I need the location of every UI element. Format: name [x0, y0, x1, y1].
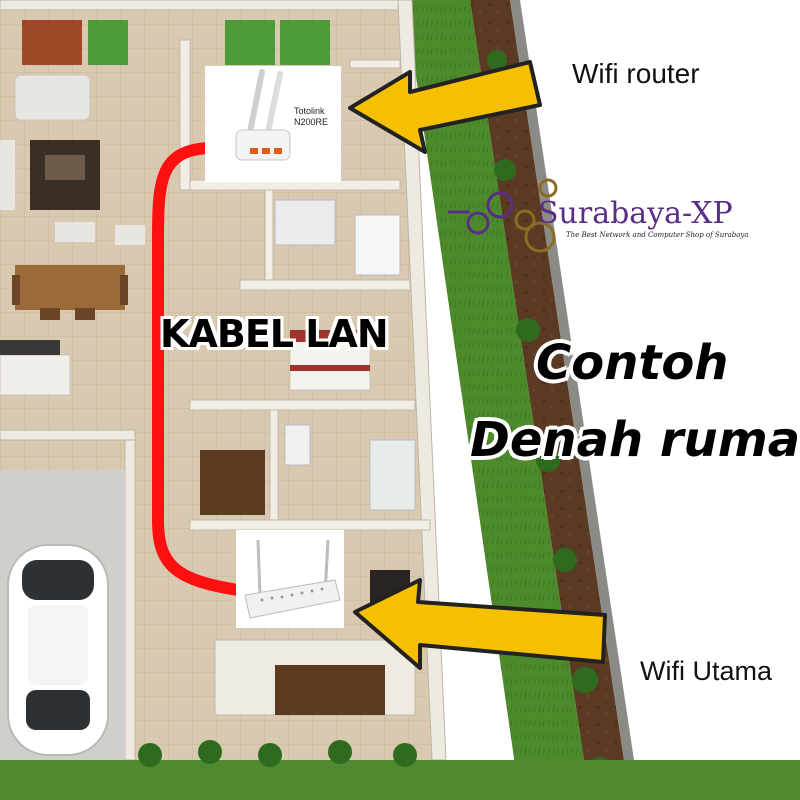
lan-cable-label: KABEL LAN — [160, 312, 389, 356]
title-line-1: Contoh — [536, 335, 729, 391]
main-wifi-arrow — [353, 578, 607, 670]
router-arrow — [348, 60, 542, 154]
main-wifi-label: Wifi Utama — [640, 656, 773, 686]
lawn-strip — [405, 0, 590, 800]
car — [7, 544, 109, 756]
lan-cable — [152, 142, 244, 596]
router-brand: Totolink — [294, 106, 325, 116]
wifi-router-label: Wifi router — [572, 58, 700, 89]
main-wifi-device — [236, 530, 344, 628]
brand-logo — [448, 178, 558, 253]
brand-name: Surabaya-XP — [538, 196, 733, 231]
title-line-2: Denah rumah — [470, 412, 800, 468]
brand-tagline: The Best Network and Computer Shop of Su… — [566, 231, 749, 239]
router-model-label: Totolink N200RE — [294, 106, 328, 128]
shrubs — [487, 50, 613, 783]
router-model: N200RE — [294, 117, 329, 127]
wifi-router-device — [205, 66, 341, 182]
